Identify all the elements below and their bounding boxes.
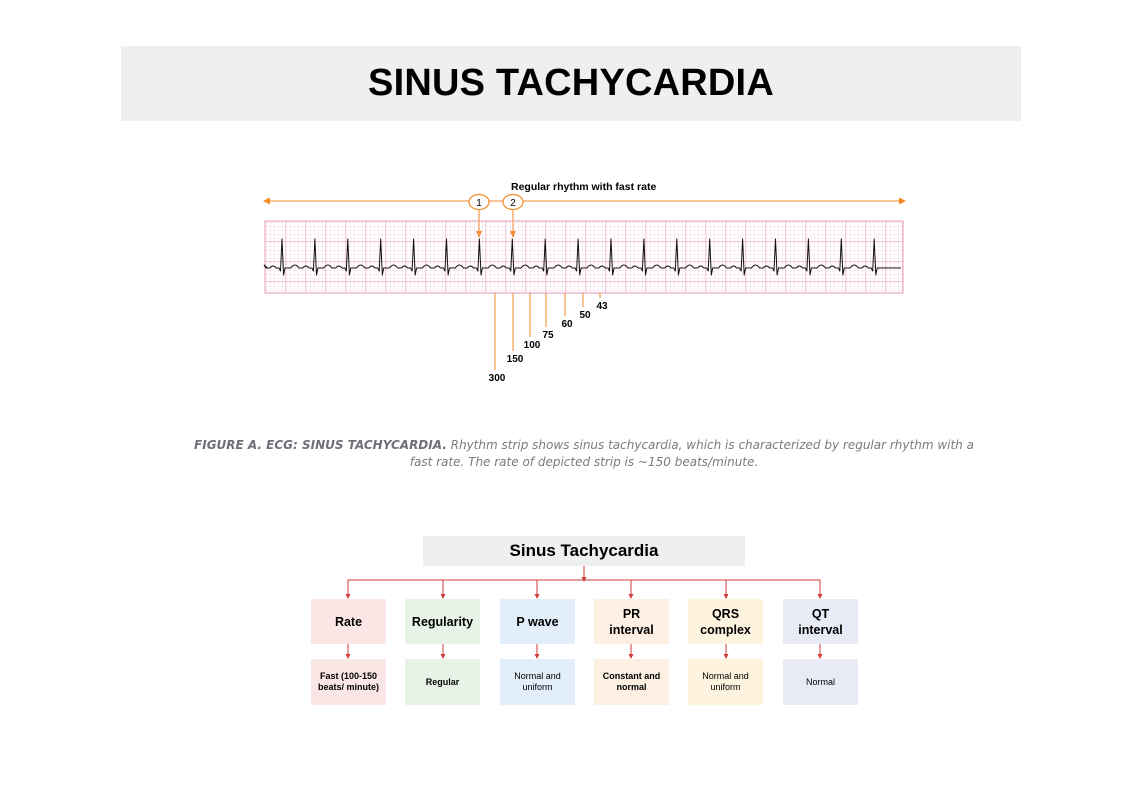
value-rate: Fast (100-150 beats/ minute) bbox=[311, 659, 386, 705]
ecg-grid-paper bbox=[264, 220, 904, 294]
arrowhead-left bbox=[263, 197, 270, 205]
rate-scale-label: 50 bbox=[579, 310, 591, 321]
rate-scale-label: 150 bbox=[507, 354, 524, 365]
criterion-p-wave: P wave bbox=[500, 599, 575, 644]
criterion-pr-interval: PR interval bbox=[594, 599, 669, 644]
beat-marker-2-label: 2 bbox=[510, 198, 516, 209]
rate-scale-label: 75 bbox=[542, 330, 554, 341]
value-p-wave: Normal and uniform bbox=[500, 659, 575, 705]
title-banner: SINUS TACHYCARDIA bbox=[121, 46, 1021, 121]
page-title: SINUS TACHYCARDIA bbox=[368, 62, 774, 104]
value-pr-interval: Constant and normal bbox=[594, 659, 669, 705]
criterion-rate: Rate bbox=[311, 599, 386, 644]
value-regularity: Regular bbox=[405, 659, 480, 705]
figure-caption: FIGURE A. ECG: SINUS TACHYCARDIA. Rhythm… bbox=[190, 437, 978, 471]
rate-scale-label: 60 bbox=[561, 319, 573, 330]
ecg-trace bbox=[263, 238, 901, 276]
value-qt-interval: Normal bbox=[783, 659, 858, 705]
rate-scale-label: 300 bbox=[489, 373, 506, 384]
criterion-qrs-complex: QRS complex bbox=[688, 599, 763, 644]
criterion-qt-interval: QT interval bbox=[783, 599, 858, 644]
tree-title: Sinus Tachycardia bbox=[423, 536, 745, 566]
caption-text: Rhythm strip shows sinus tachycardia, wh… bbox=[409, 438, 974, 469]
criterion-regularity: Regularity bbox=[405, 599, 480, 644]
ecg-rhythm-strip-figure: Regular rhythm with fast rate 1 2 300150… bbox=[263, 181, 906, 384]
rate-scale-label: 100 bbox=[524, 340, 541, 351]
arrowhead-right bbox=[899, 197, 906, 205]
value-qrs-complex: Normal and uniform bbox=[688, 659, 763, 705]
rhythm-annotation: Regular rhythm with fast rate bbox=[511, 181, 656, 193]
beat-marker-1-label: 1 bbox=[476, 198, 482, 209]
rate-scale-label: 43 bbox=[596, 301, 608, 312]
caption-lead: FIGURE A. ECG: SINUS TACHYCARDIA. bbox=[194, 438, 447, 452]
